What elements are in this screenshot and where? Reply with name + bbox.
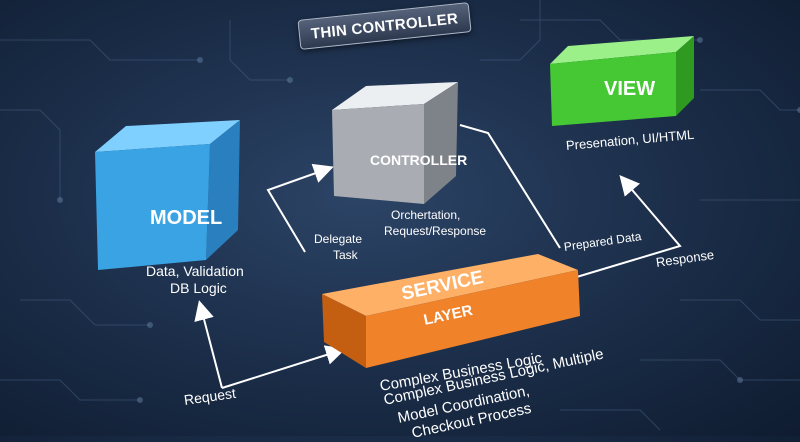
model-caption-line1: Data, Validation xyxy=(146,263,244,279)
model-caption-line2: DB Logic xyxy=(170,280,227,296)
view-box xyxy=(550,36,694,126)
controller-caption-line1: Orchertation, xyxy=(391,208,461,222)
controller-caption-line2: Request/Response xyxy=(384,224,487,238)
controller-to-prepared-line xyxy=(459,124,561,249)
delegate-label-line2: Task xyxy=(333,248,358,262)
delegate-label-line1: Delegate xyxy=(314,232,363,246)
model-title: MODEL xyxy=(150,207,223,229)
response-arrow xyxy=(559,174,682,283)
controller-title: CONTROLLER xyxy=(370,152,468,168)
view-title: VIEW xyxy=(604,78,656,100)
request-to-service-arrow xyxy=(221,345,346,389)
delegate-arrow xyxy=(266,163,334,253)
service-layer-box xyxy=(322,254,580,368)
controller-box xyxy=(332,82,458,204)
request-arrow xyxy=(194,300,223,389)
model-box xyxy=(95,120,240,270)
